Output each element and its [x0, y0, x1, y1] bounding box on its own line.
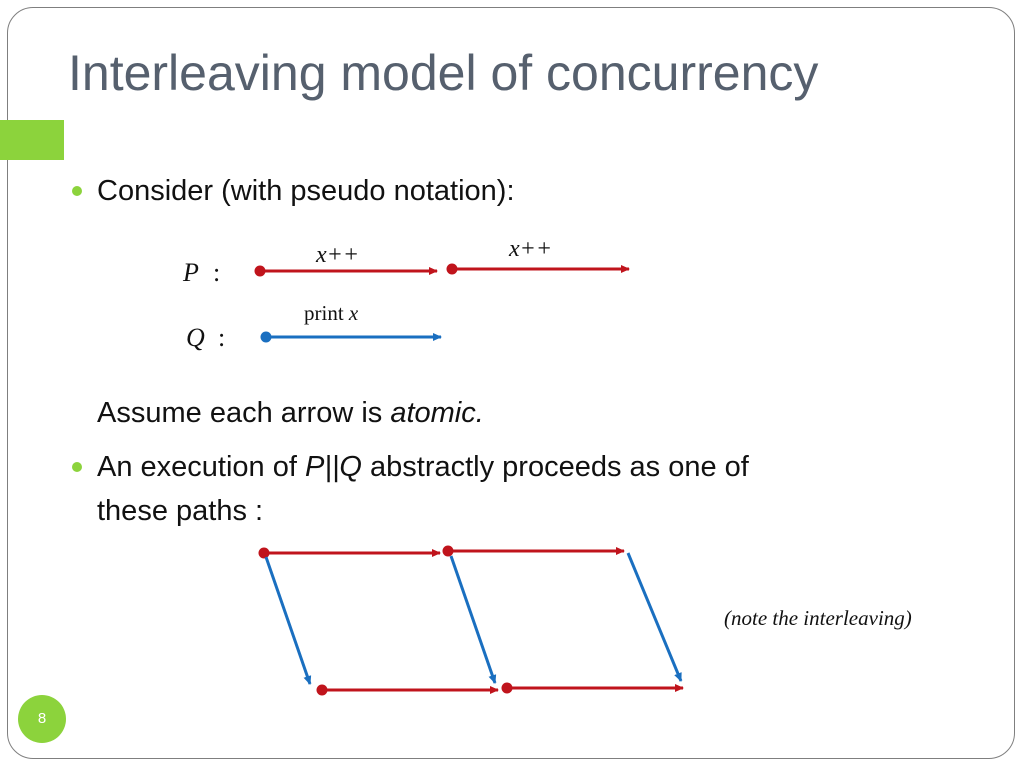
- bullet-2-before: An execution of: [97, 451, 305, 483]
- assume-text-emph: atomic.: [390, 397, 484, 429]
- p-arrow-2-label: x++: [508, 236, 552, 262]
- bullet-dot-1: [72, 186, 82, 196]
- p-colon: :: [213, 258, 220, 287]
- bullet-dot-2: [72, 462, 82, 472]
- accent-bar: [0, 120, 64, 160]
- lattice-diagonal-3: [626, 552, 683, 682]
- assume-text: Assume each arrow is atomic.: [97, 393, 484, 433]
- q-label: Q: [186, 323, 205, 352]
- slide-title: Interleaving model of concurrency: [68, 45, 819, 101]
- q-arrow-start: [260, 331, 272, 343]
- bullet-2-line-2: these paths :: [97, 495, 264, 527]
- lattice-node: [316, 684, 328, 696]
- bullet-2-after: abstractly proceeds as one of: [361, 451, 749, 483]
- q-arrow-label-text: print: [304, 301, 349, 325]
- bullet-2-line-1: An execution of P||Q abstractly proceeds…: [97, 447, 749, 487]
- lattice-node: [501, 682, 513, 694]
- q-colon: :: [218, 323, 225, 352]
- lattice-diagonal-1: [264, 556, 312, 685]
- q-arrow-label-var: x: [348, 301, 359, 325]
- bullet-1-text: Consider (with pseudo notation):: [97, 175, 515, 207]
- lattice-diagonal-2: [449, 555, 497, 684]
- p-arrow-1-start: [254, 265, 266, 277]
- p-arrow-1-label: x++: [315, 242, 359, 268]
- p-label: P: [182, 258, 199, 287]
- page-number-badge: 8: [18, 695, 66, 743]
- lattice-node: [258, 547, 270, 559]
- q-arrow-label: print x: [304, 301, 359, 325]
- bullet-2-emph: P||Q: [304, 451, 362, 483]
- p-arrow-2-start: [446, 263, 458, 275]
- interleaving-note: (note the interleaving): [724, 606, 912, 630]
- slide-frame: [7, 7, 1015, 759]
- assume-text-plain: Assume each arrow is: [97, 397, 391, 429]
- lattice-node: [442, 545, 454, 557]
